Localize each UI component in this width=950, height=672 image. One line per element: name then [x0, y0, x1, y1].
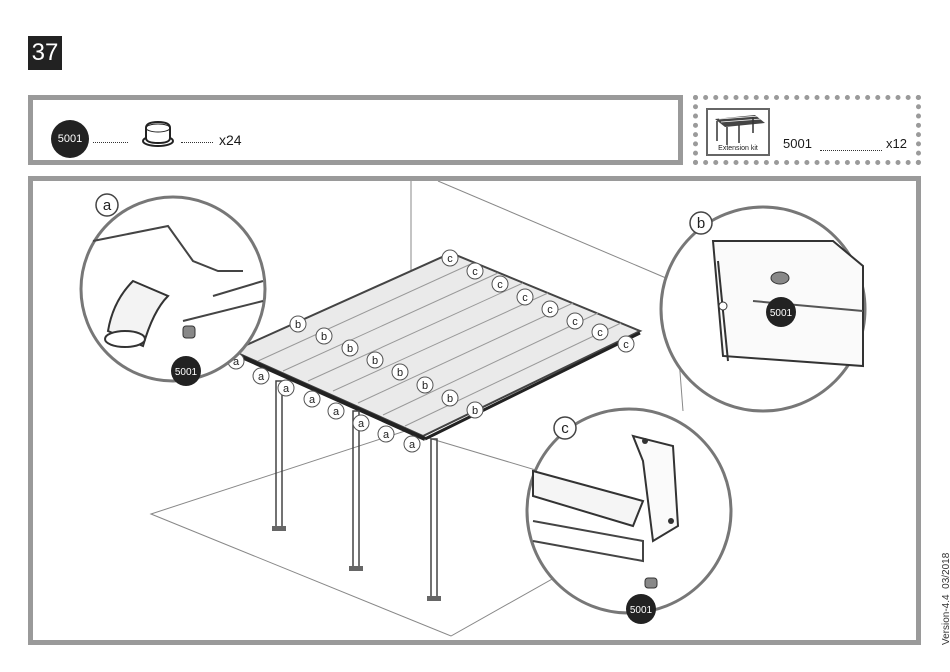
callout-c-label: c [547, 304, 553, 316]
pergola-illustration: a a a a a a a a b b b b b b b b [33, 181, 916, 640]
leader-dots [181, 142, 213, 143]
parts-quantity: x24 [219, 132, 242, 148]
callout-a-label: a [383, 429, 390, 441]
extension-kit-thumbnail: Extension kit [706, 108, 770, 156]
callout-c-label: c [623, 339, 629, 351]
kit-quantity: x12 [886, 136, 907, 151]
detail-a-part-code: 5001 [175, 367, 198, 378]
callout-b-label: b [397, 367, 403, 379]
callout-b-label: b [472, 405, 478, 417]
assembly-illustration: a a a a a a a a b b b b b b b b [28, 176, 921, 645]
callout-b-label: b [422, 380, 428, 392]
kit-part-code: 5001 [783, 136, 812, 151]
callout-c-label: c [472, 266, 478, 278]
callout-b-label: b [295, 319, 301, 331]
callout-c-label: c [597, 327, 603, 339]
extension-kit-box: Extension kit 5001 x12 [693, 95, 921, 165]
callout-c-label: c [572, 316, 578, 328]
end-cap-icon [141, 120, 175, 148]
callout-c-label: c [497, 279, 503, 291]
leader-dots [820, 150, 882, 151]
detail-a-label: a [103, 197, 112, 214]
callout-c-label: c [447, 253, 453, 265]
parts-list-box: 5001 x24 [28, 95, 683, 165]
pergola-icon [709, 111, 769, 147]
callout-a-label: a [283, 383, 290, 395]
detail-c: c 5001 [527, 409, 731, 624]
callout-a-label: a [309, 394, 316, 406]
callout-a-label: a [358, 418, 365, 430]
detail-b-label: b [697, 215, 705, 232]
part-code-badge: 5001 [51, 120, 89, 158]
callout-a-label: a [409, 439, 416, 451]
detail-b-part-code: 5001 [770, 308, 793, 319]
callout-b-label: b [372, 355, 378, 367]
callout-b-label: b [347, 343, 353, 355]
callout-b-label: b [447, 393, 453, 405]
callout-c-label: c [522, 292, 528, 304]
step-number-badge: 37 [28, 36, 62, 70]
kit-thumb-label: Extension kit [708, 145, 768, 152]
detail-c-label: c [561, 420, 569, 437]
leader-dots [93, 142, 128, 143]
version-label: Version-4.4_03/2018 [941, 545, 950, 645]
callout-a-label: a [258, 371, 265, 383]
callout-a-label: a [333, 406, 340, 418]
callout-b-label: b [321, 331, 327, 343]
detail-c-part-code: 5001 [630, 605, 653, 616]
detail-b: b 5001 [661, 207, 865, 411]
